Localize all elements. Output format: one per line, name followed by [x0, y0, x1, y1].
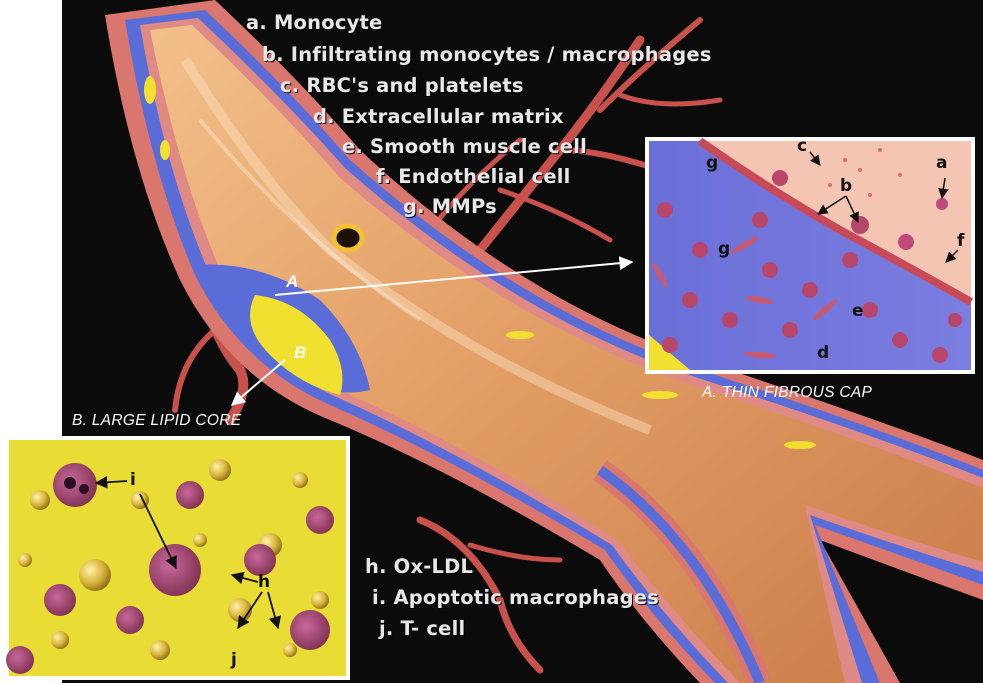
rupture-hole [334, 226, 362, 250]
caption-thin-fibrous-cap: A. THIN FIBROUS CAP [702, 384, 872, 402]
caption-large-lipid-core: B. LARGE LIPID CORE [72, 412, 241, 430]
legend-item-mmps: g. MMPs [403, 195, 497, 218]
inset-a-label-f: f [957, 231, 964, 251]
inset-a-label-b: b [840, 176, 852, 196]
inset-a-label-a: a [936, 153, 947, 173]
inset-a-label-d: d [817, 343, 829, 363]
inset-a-label-e: e [852, 301, 864, 321]
inset-b-label-j: j [231, 650, 237, 670]
inset-a-label-g-upper: g [706, 153, 718, 173]
legend-item-extracellular-matrix: d. Extracellular matrix [313, 105, 564, 128]
inset-a-label-c: c [797, 136, 807, 156]
legend-item-ox-ldl: h. Ox-LDL [365, 555, 473, 578]
inset-b-label-h: h [258, 572, 270, 592]
legend-item-infiltrating-monocytes: b. Infiltrating monocytes / macrophages [262, 43, 712, 66]
region-label-a: A [286, 272, 298, 292]
legend-item-smooth-muscle-cell: e. Smooth muscle cell [342, 135, 587, 158]
legend-item-rbcs-platelets: c. RBC's and platelets [280, 74, 524, 97]
legend-item-monocyte: a. Monocyte [246, 11, 382, 34]
inset-b-label-i: i [130, 470, 136, 490]
legend-item-t-cell: j. T- cell [379, 617, 465, 640]
legend-item-apoptotic-macrophages: i. Apoptotic macrophages [372, 586, 659, 609]
region-label-b: B [294, 343, 306, 363]
inset-thin-fibrous-cap [645, 137, 975, 374]
inset-large-lipid-core [5, 436, 350, 680]
legend-item-endothelial-cell: f. Endothelial cell [376, 165, 571, 188]
inset-a-label-g-lower: g [718, 239, 730, 259]
